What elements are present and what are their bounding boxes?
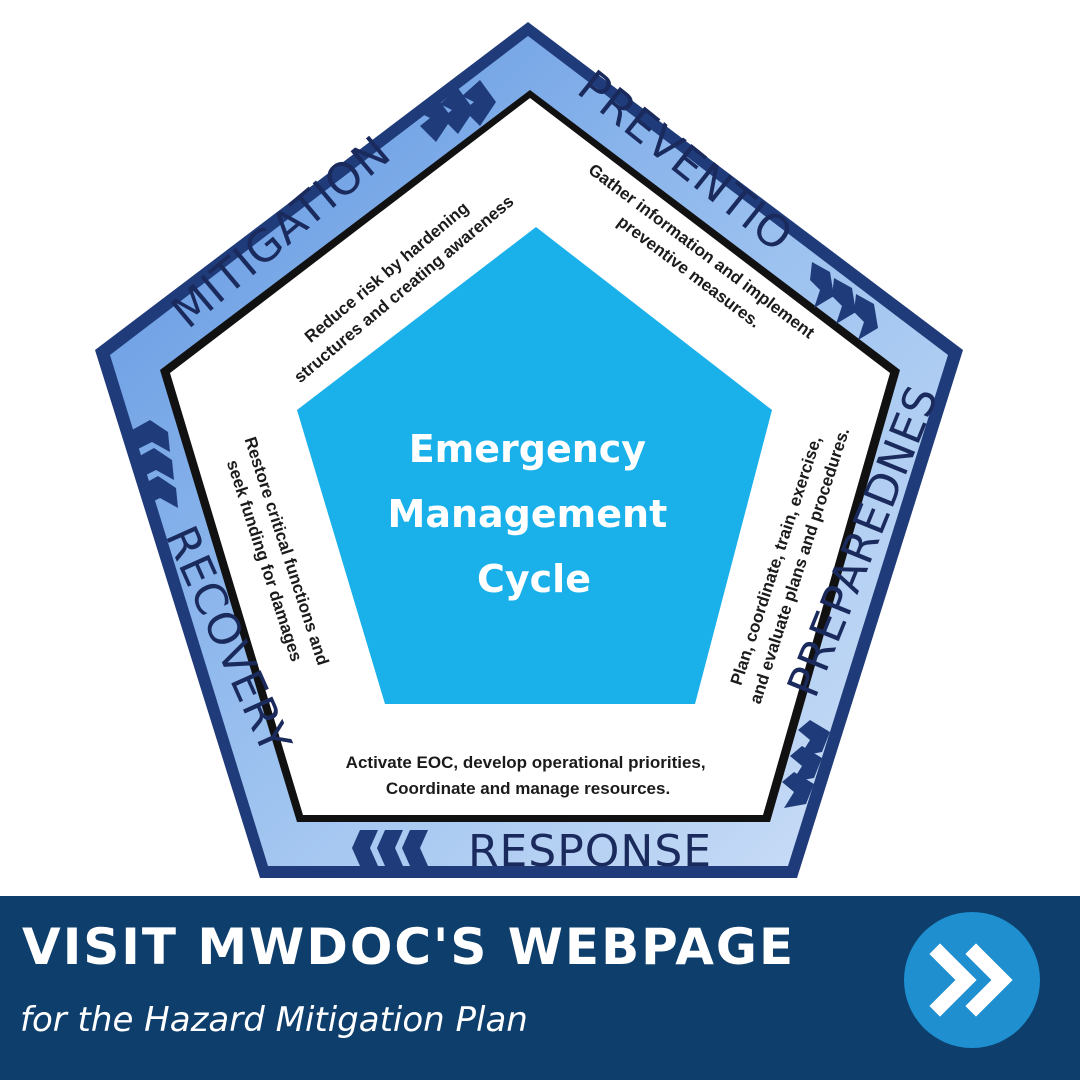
description-line: Coordinate and manage resources. xyxy=(386,779,670,798)
center-pentagon xyxy=(297,227,772,704)
phase-label-response: RESPONSE xyxy=(468,826,712,877)
chevron-icon xyxy=(352,830,428,866)
response-description: Activate EOC, develop operational priori… xyxy=(346,753,711,798)
description-line: Activate EOC, develop operational priori… xyxy=(346,753,706,772)
center-title-line: Management xyxy=(388,492,668,536)
chevron-icon xyxy=(132,420,178,508)
banner-subtitle: for the Hazard Mitigation Plan xyxy=(20,1000,528,1040)
next-button[interactable] xyxy=(904,912,1040,1048)
banner-title[interactable]: VISIT MWDOC'S WEBPAGE xyxy=(22,918,796,976)
chevron-icon xyxy=(418,80,496,142)
center-title: Emergency Management Cycle xyxy=(388,427,681,601)
footer-banner xyxy=(0,896,1080,1080)
emergency-management-cycle-diagram: Emergency Management Cycle MITIGATION PR… xyxy=(0,0,963,878)
center-title-line: Cycle xyxy=(477,557,591,601)
chevron-icon xyxy=(782,720,830,808)
chevron-icon xyxy=(810,262,878,340)
double-chevron-right-icon xyxy=(929,943,1013,1017)
center-title-line: Emergency xyxy=(409,427,647,471)
